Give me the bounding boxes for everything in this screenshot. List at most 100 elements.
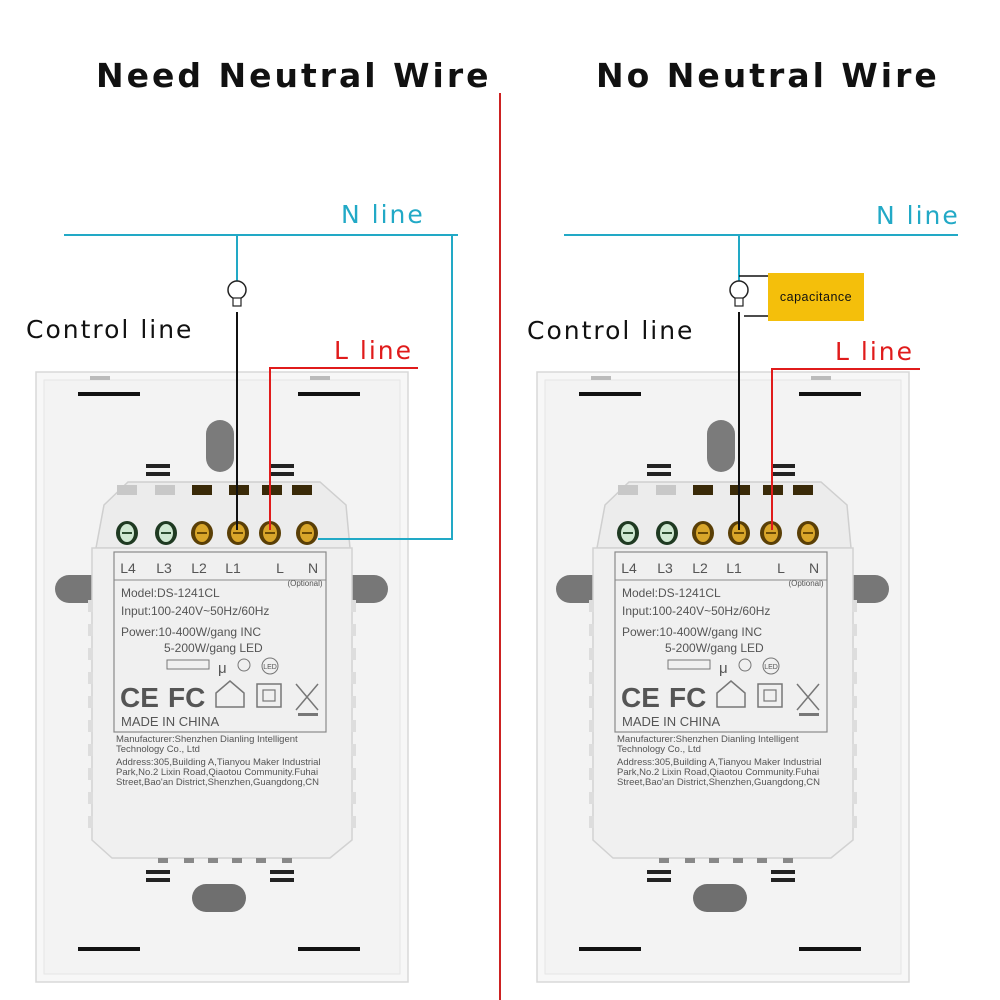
rib <box>88 600 93 612</box>
rib <box>351 768 356 780</box>
terminal-label-l3: L3 <box>657 560 673 576</box>
faceplate-bar <box>799 392 861 396</box>
rib <box>589 720 594 732</box>
terminal-label-l1: L1 <box>726 560 742 576</box>
screw-slot <box>693 485 713 495</box>
rib <box>852 696 857 708</box>
weee-bin-icon <box>796 683 820 711</box>
input-text: Input:100-240V~50Hz/60Hz <box>121 604 269 618</box>
double-insulation-icon <box>256 683 282 708</box>
screw-slot <box>155 485 175 495</box>
l-wire <box>269 367 418 530</box>
mount-hole-bottom <box>693 884 747 912</box>
right-control-line-label: Control line <box>527 316 695 345</box>
top-notch <box>811 376 831 380</box>
rib <box>852 768 857 780</box>
led-mark: LED <box>764 664 778 671</box>
manufacturer-line-1: Manufacturer:Shenzhen Dianling Intellige… <box>617 734 799 745</box>
manufacturer-line-1: Manufacturer:Shenzhen Dianling Intellige… <box>116 734 298 745</box>
dash-mark <box>771 870 795 874</box>
manufacturer-line-2: Technology Co., Ltd <box>617 744 701 755</box>
rib <box>589 672 594 684</box>
led-circle <box>261 657 279 675</box>
input-text: Input:100-240V~50Hz/60Hz <box>622 604 770 618</box>
body-foot <box>208 858 218 863</box>
rib <box>351 672 356 684</box>
light-bulb-icon <box>227 280 247 300</box>
rib <box>351 816 356 828</box>
dash-mark <box>647 870 671 874</box>
terminal-label-l4: L4 <box>621 560 637 576</box>
rib <box>351 792 356 804</box>
top-notch <box>591 376 611 380</box>
rib <box>589 816 594 828</box>
rib <box>351 600 356 612</box>
rib <box>351 696 356 708</box>
dash-mark <box>647 464 671 468</box>
right-l-line-label: L line <box>835 337 914 366</box>
dash-mark <box>146 878 170 882</box>
body-foot <box>783 858 793 863</box>
double-insulation-inner <box>262 689 276 702</box>
terminal-label-l4: L4 <box>120 560 136 576</box>
rib <box>589 600 594 612</box>
dash-mark <box>146 870 170 874</box>
rib <box>88 648 93 660</box>
optional-label: (Optional) <box>788 579 823 588</box>
screw-slot <box>656 485 676 495</box>
bulb-base <box>734 297 744 307</box>
led-bulb-symbol <box>667 659 711 670</box>
made-in-text: MADE IN CHINA <box>121 714 220 729</box>
mu-symbol: μ <box>218 660 227 677</box>
top-notch <box>90 376 110 380</box>
screw-slot <box>229 485 249 495</box>
label-body <box>91 547 353 859</box>
body-foot <box>757 858 767 863</box>
home-icon <box>215 680 245 708</box>
rib <box>88 816 93 828</box>
manufacturer-line-2: Technology Co., Ltd <box>116 744 200 755</box>
dash-mark <box>270 870 294 874</box>
rib <box>589 744 594 756</box>
rib <box>852 720 857 732</box>
bulb-base <box>232 297 242 307</box>
optional-label: (Optional) <box>287 579 322 588</box>
body-foot <box>659 858 669 863</box>
address-line-2: Park,No.2 Lixin Road,Qiaotou Community.F… <box>617 767 819 778</box>
body-foot <box>256 858 266 863</box>
rib <box>589 768 594 780</box>
weee-bar <box>298 713 318 716</box>
left-control-line-label: Control line <box>26 315 194 344</box>
body-foot <box>709 858 719 863</box>
power-inc-text: Power:10-400W/gang INC <box>121 625 261 639</box>
address-line-1: Address:305,Building A,Tianyou Maker Ind… <box>116 757 321 768</box>
sun-icon <box>237 658 251 672</box>
rib <box>88 792 93 804</box>
l-wire <box>771 368 920 530</box>
rib <box>88 672 93 684</box>
right-title: No Neutral Wire <box>596 56 940 95</box>
rib <box>351 648 356 660</box>
mount-hole-top <box>707 420 735 472</box>
left-n-line-label: N line <box>341 200 425 229</box>
home-icon <box>716 680 746 708</box>
body-foot <box>685 858 695 863</box>
label-body <box>592 547 854 859</box>
mount-hole-top <box>206 420 234 472</box>
terminal-label-l: L <box>276 560 284 576</box>
fc-mark: FC <box>669 682 706 713</box>
rib <box>852 792 857 804</box>
screw-slot <box>618 485 638 495</box>
terminal-label-l2: L2 <box>692 560 708 576</box>
screw-slot <box>262 485 282 495</box>
dash-mark <box>270 464 294 468</box>
body-foot <box>232 858 242 863</box>
faceplate-bar <box>579 947 641 951</box>
rib <box>852 672 857 684</box>
rib <box>88 696 93 708</box>
mu-symbol: μ <box>719 660 728 677</box>
dash-mark <box>771 472 795 476</box>
